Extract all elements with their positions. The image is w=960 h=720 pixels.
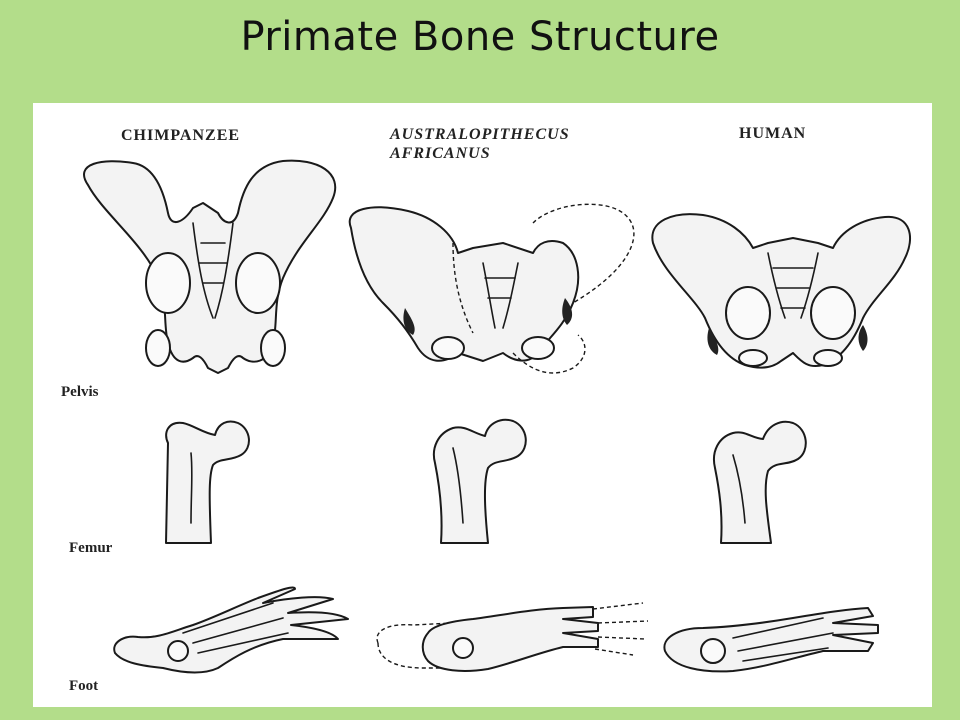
row-label-foot: Foot bbox=[69, 678, 99, 694]
row-label-femur: Femur bbox=[69, 540, 113, 556]
bone-illustrations bbox=[83, 159, 912, 674]
column-heading-australopithecus-line1: AUSTRALOPITHECUS bbox=[390, 126, 570, 143]
column-heading-australopithecus-line2: AFRICANUS bbox=[390, 145, 491, 162]
australopithecus-foot bbox=[376, 602, 649, 672]
chimpanzee-femur bbox=[165, 420, 250, 544]
slide-title: Primate Bone Structure bbox=[240, 14, 720, 60]
australopithecus-pelvis bbox=[348, 203, 635, 374]
human-foot bbox=[663, 607, 879, 673]
column-heading-chimpanzee: CHIMPANZEE bbox=[121, 127, 241, 144]
row-label-pelvis: Pelvis bbox=[61, 384, 99, 400]
diagram-panel: CHIMPANZEE AUSTRALOPITHECUS AFRICANUS HU… bbox=[33, 103, 932, 707]
australopithecus-femur bbox=[433, 418, 527, 544]
human-femur bbox=[713, 420, 807, 544]
human-pelvis bbox=[651, 213, 912, 369]
column-heading-australopithecus: AUSTRALOPITHECUS AFRICANUS bbox=[390, 125, 570, 163]
chimpanzee-foot bbox=[113, 586, 349, 674]
chimpanzee-pelvis bbox=[83, 159, 336, 374]
column-heading-human: HUMAN bbox=[739, 125, 807, 142]
